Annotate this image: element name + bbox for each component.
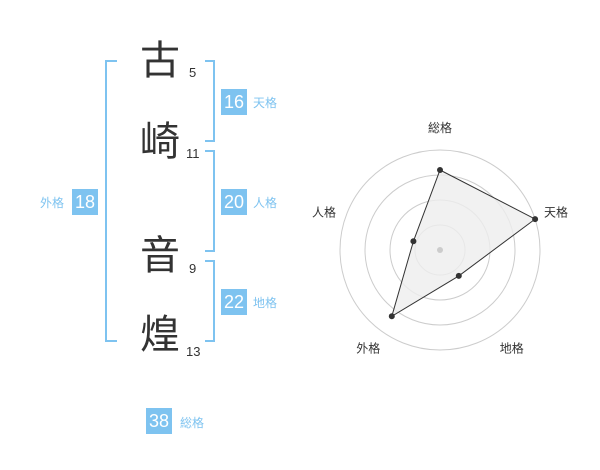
chikaku-bracket xyxy=(205,260,215,342)
stroke-count-3: 9 xyxy=(189,261,197,276)
jinkaku-bracket xyxy=(205,150,215,252)
radar-ring-4 xyxy=(339,149,541,351)
name-char-2: 崎 xyxy=(140,119,180,165)
radar-axis-label-2: 天格 xyxy=(544,204,568,219)
radar-area xyxy=(390,169,537,318)
jinkaku-label: 人格 xyxy=(253,196,278,210)
radar-axis-label-5: 人格 xyxy=(312,204,336,219)
radar-axis-label-1: 総格 xyxy=(428,120,452,135)
name-char-4: 煌 xyxy=(140,312,180,358)
stroke-count-4: 13 xyxy=(186,344,201,359)
stroke-count-1: 5 xyxy=(189,65,197,80)
radar-center-point xyxy=(437,247,443,253)
chikaku-label: 地格 xyxy=(253,296,278,310)
gaikaku-label: 外格 xyxy=(40,196,65,210)
radar-point-1 xyxy=(437,167,443,173)
stroke-count-2: 11 xyxy=(186,146,200,161)
gaikaku-bracket xyxy=(105,60,117,342)
jinkaku-badge: 20 xyxy=(221,189,247,215)
radar-point-3 xyxy=(455,272,462,279)
chikaku-badge: 22 xyxy=(221,289,247,315)
name-char-3: 音 xyxy=(140,233,180,279)
radar-point-5 xyxy=(410,238,417,245)
tenkaku-badge: 16 xyxy=(221,89,247,115)
gaikaku-badge: 18 xyxy=(72,189,98,215)
radar-point-2 xyxy=(532,216,539,223)
tenkaku-bracket xyxy=(205,60,215,142)
soukaku-badge: 38 xyxy=(146,408,172,434)
radar-axis-label-4: 外格 xyxy=(356,341,380,356)
soukaku-label: 総格 xyxy=(180,416,205,430)
name-char-1: 古 xyxy=(140,38,180,84)
radar-point-4 xyxy=(388,313,395,320)
tenkaku-label: 天格 xyxy=(253,96,278,110)
radar-axis-label-3: 地格 xyxy=(500,341,524,356)
